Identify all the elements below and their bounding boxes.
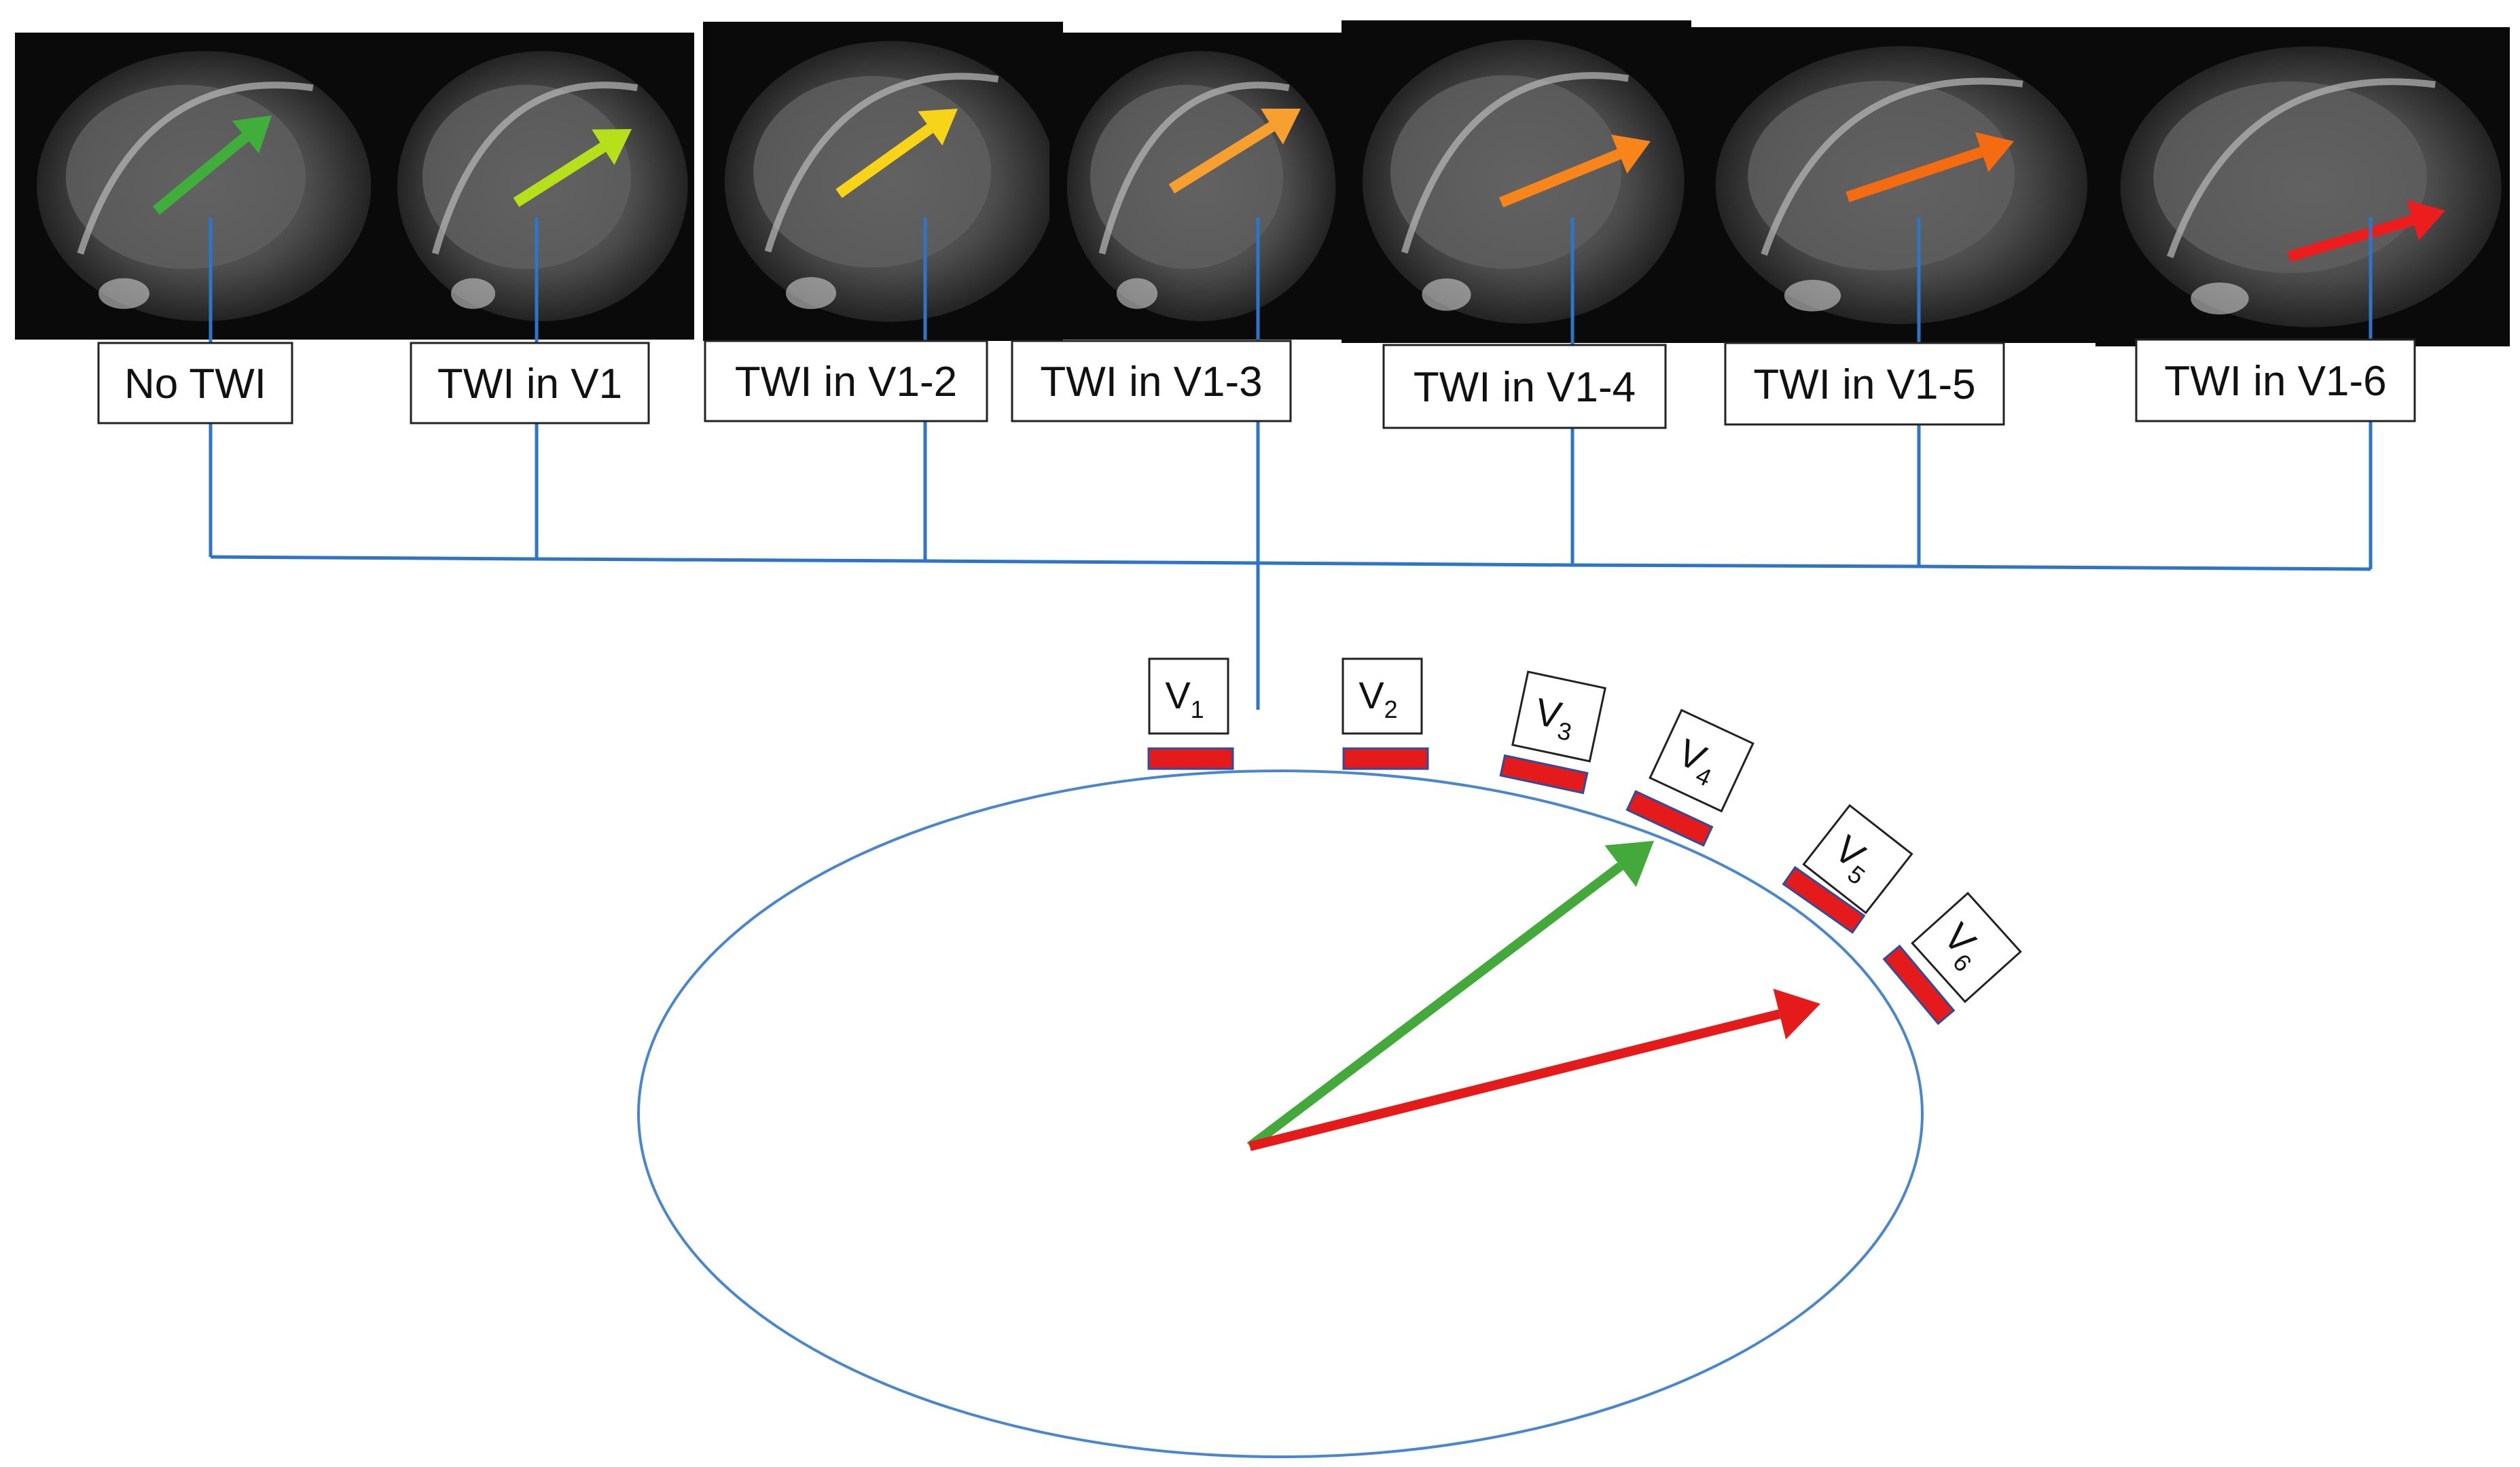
twi-label: No TWI bbox=[124, 361, 266, 408]
electrode-v4 bbox=[1625, 790, 1714, 847]
lead-v4: V4 bbox=[1625, 708, 1754, 847]
twi-label: TWI in V1-5 bbox=[1753, 361, 1975, 408]
mri-arrow-3 bbox=[835, 109, 958, 198]
svg-text:V2: V2 bbox=[1358, 674, 1397, 723]
label-box-4: TWI in V1-3 bbox=[1011, 340, 1292, 422]
mri-image-6 bbox=[1691, 27, 2095, 343]
mri-arrow-7 bbox=[2287, 200, 2445, 262]
lead-label-v5: V5 bbox=[1802, 803, 1913, 915]
mri-arrow-2 bbox=[513, 129, 632, 207]
chest-outline bbox=[637, 769, 1924, 1458]
electrode-v6 bbox=[1882, 944, 1956, 1026]
mri-image-5 bbox=[1342, 20, 1691, 343]
mri-arrow-5 bbox=[1498, 134, 1651, 208]
mri-arrow-1 bbox=[152, 115, 272, 215]
mri-image-4 bbox=[1049, 33, 1342, 340]
label-box-6: TWI in V1-5 bbox=[1724, 342, 2005, 426]
lead-label-v4: V4 bbox=[1649, 708, 1754, 813]
mri-image-3 bbox=[703, 22, 1063, 341]
lead-v6: V6 bbox=[1882, 891, 2022, 1026]
twi-label: TWI in V1-3 bbox=[1040, 359, 1262, 405]
lead-label-v2: V2 bbox=[1342, 657, 1423, 735]
label-box-1: No TWI bbox=[97, 342, 293, 424]
electrode-v1 bbox=[1147, 747, 1234, 770]
twi-label: TWI in V1-6 bbox=[2164, 358, 2386, 405]
mri-arrow-6 bbox=[1846, 132, 2014, 202]
lead-label-v3: V3 bbox=[1511, 670, 1606, 763]
mri-image-7 bbox=[2095, 27, 2510, 346]
label-box-2: TWI in V1 bbox=[410, 342, 650, 424]
lead-v2: V2 bbox=[1342, 657, 1429, 770]
mri-image-1 bbox=[15, 33, 378, 340]
mri-arrow-4 bbox=[1168, 109, 1301, 194]
twi-label: TWI in V1-2 bbox=[735, 359, 957, 405]
lead-v3: V3 bbox=[1499, 670, 1606, 795]
electrode-v3 bbox=[1499, 754, 1589, 795]
electrode-v5 bbox=[1782, 866, 1866, 934]
vector-normal-axis bbox=[1246, 841, 1654, 1151]
label-box-7: TWI in V1-6 bbox=[2135, 338, 2416, 422]
label-box-5: TWI in V1-4 bbox=[1382, 344, 1667, 429]
lead-v5: V5 bbox=[1782, 803, 1913, 934]
lead-label-v1: V1 bbox=[1148, 657, 1229, 735]
twi-label: TWI in V1 bbox=[437, 361, 622, 408]
twi-label: TWI in V1-4 bbox=[1414, 364, 1636, 411]
lead-label-v6: V6 bbox=[1911, 891, 2022, 1004]
vector-rotated-axis bbox=[1248, 988, 1820, 1151]
electrode-v2 bbox=[1342, 747, 1429, 770]
lead-v1: V1 bbox=[1147, 657, 1234, 770]
label-box-3: TWI in V1-2 bbox=[704, 340, 988, 422]
